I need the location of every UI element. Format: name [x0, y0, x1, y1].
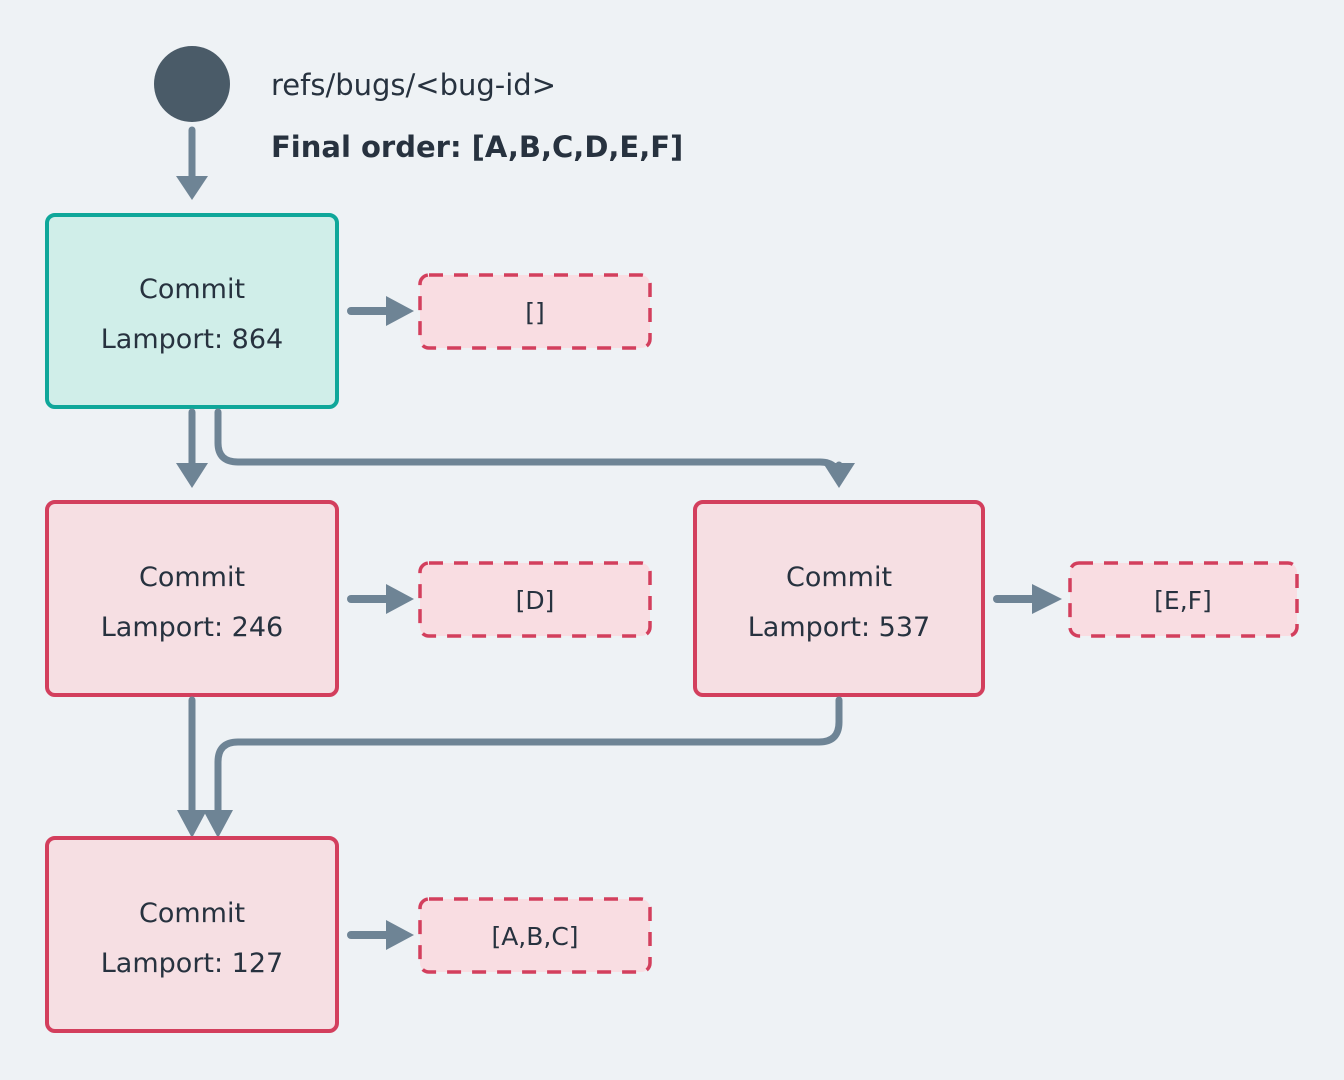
commit-node-lamport: Lamport: 537	[748, 612, 930, 643]
buffer-label: [A,B,C]	[491, 922, 578, 951]
commit-node-lamport: Lamport: 127	[101, 948, 283, 979]
commit-node-c127[interactable]: Commit Lamport: 127	[45, 836, 339, 1033]
commit-node-title: Commit	[139, 562, 245, 593]
buffer-box-c864: []	[418, 273, 652, 350]
ref-name-label: refs/bugs/<bug-id>	[271, 68, 556, 102]
buffer-label: []	[525, 298, 545, 327]
commit-node-title: Commit	[139, 274, 245, 305]
edge-c537-to-c127	[203, 696, 843, 838]
edge-c864-to-buffer	[347, 296, 414, 326]
edge-c864-to-c246	[176, 408, 208, 488]
commit-node-title: Commit	[139, 898, 245, 929]
commit-node-lamport: Lamport: 864	[101, 324, 283, 355]
commit-node-c537[interactable]: Commit Lamport: 537	[693, 500, 985, 697]
edge-root-to-c864	[176, 126, 208, 200]
buffer-box-c537: [E,F]	[1068, 561, 1299, 638]
commit-node-lamport: Lamport: 246	[101, 612, 283, 643]
final-order-label: Final order: [A,B,C,D,E,F]	[271, 130, 683, 164]
edge-c127-to-buffer	[347, 920, 414, 950]
commit-node-c864[interactable]: Commit Lamport: 864	[45, 213, 339, 409]
buffer-box-c246: [D]	[418, 561, 652, 638]
buffer-label: [E,F]	[1154, 586, 1212, 615]
edge-c537-to-buffer	[993, 584, 1062, 614]
ref-root-circle-icon	[154, 46, 230, 122]
edge-c246-to-c127	[177, 696, 207, 838]
buffer-box-c127: [A,B,C]	[418, 897, 652, 974]
edge-c246-to-buffer	[347, 584, 414, 614]
commit-node-c246[interactable]: Commit Lamport: 246	[45, 500, 339, 697]
commit-node-title: Commit	[786, 562, 892, 593]
edge-c864-to-c537	[214, 408, 855, 488]
buffer-label: [D]	[516, 586, 555, 615]
